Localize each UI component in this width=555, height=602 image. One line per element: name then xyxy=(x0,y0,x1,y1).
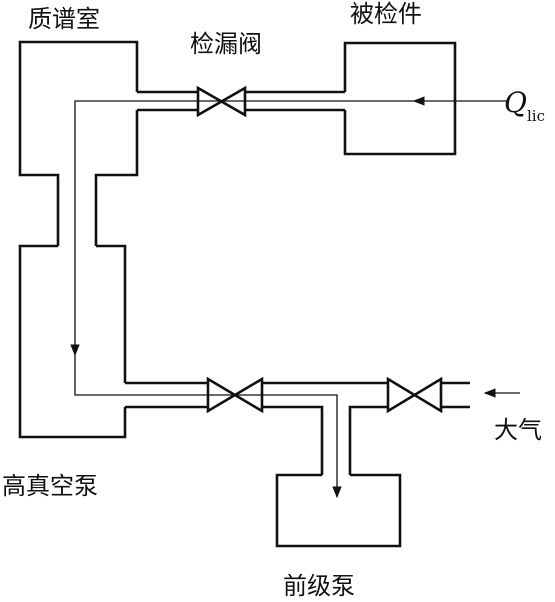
lower-pipe-left xyxy=(125,381,208,409)
atmosphere-label: 大气 xyxy=(494,416,542,444)
high-vacuum-pump-box xyxy=(18,244,127,439)
leak-valve-symbol xyxy=(196,85,247,118)
upper-pipe-left xyxy=(137,90,198,112)
atmosphere-valve-symbol xyxy=(386,376,443,414)
mass-spec-chamber-label: 质谱室 xyxy=(28,5,100,33)
mass-spec-chamber-box xyxy=(18,40,139,246)
upper-pipe-right xyxy=(245,90,345,112)
fore-pump-box xyxy=(275,473,402,548)
leak-rate-label: Qlic xyxy=(504,86,545,125)
atmosphere-pipe xyxy=(441,381,470,409)
test-object-box xyxy=(343,41,457,156)
middle-valve-symbol xyxy=(206,376,264,414)
leak-valve-label: 检漏阀 xyxy=(190,30,262,58)
test-object-label: 被检件 xyxy=(350,0,422,28)
tracer-gas-flow-line xyxy=(70,100,414,357)
fore-pump-label: 前级泵 xyxy=(283,572,355,600)
high-vacuum-pump-label: 高真空泵 xyxy=(2,472,98,500)
lower-pipe-right xyxy=(262,381,388,475)
foreline-flow-line xyxy=(74,355,342,499)
